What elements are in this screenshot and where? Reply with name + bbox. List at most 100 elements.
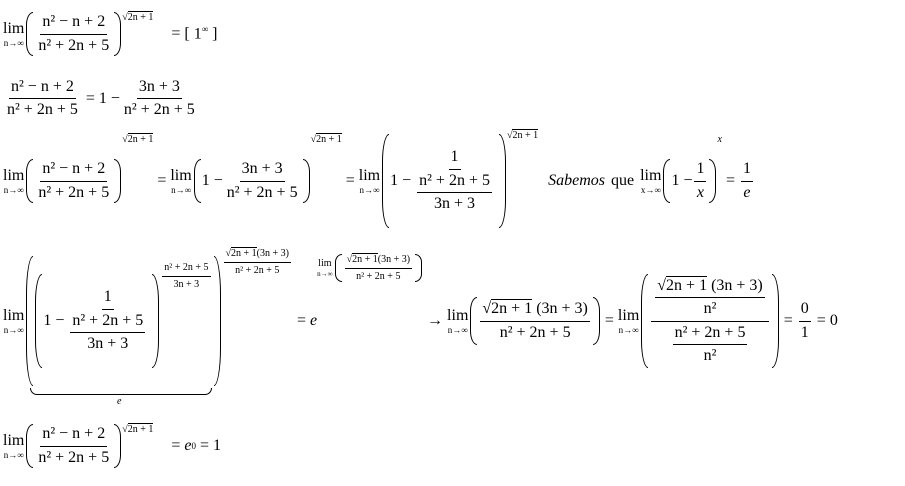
left-paren bbox=[193, 159, 201, 203]
equals: = bbox=[199, 437, 209, 454]
lim-sub: n→∞ bbox=[3, 324, 24, 335]
arrow: → bbox=[427, 312, 444, 329]
lim-sub: n→∞ bbox=[359, 184, 380, 195]
right-paren bbox=[213, 256, 221, 386]
fraction: √2n + 1 (3n + 3)n² + 2n + 5 bbox=[480, 299, 590, 342]
left-paren bbox=[26, 12, 34, 56]
equals: = bbox=[296, 312, 306, 329]
radicand: 2n + 1 bbox=[127, 11, 154, 23]
right-paren bbox=[114, 12, 122, 56]
lim-text: lim bbox=[318, 257, 332, 269]
e-base: e bbox=[184, 437, 192, 454]
indeterminate-form: [ 1∞ ] bbox=[184, 24, 218, 43]
lim-sub: x→∞ bbox=[640, 184, 661, 195]
denominator: 1 bbox=[800, 323, 809, 341]
numerator: n² + 2n + 5 bbox=[672, 324, 748, 345]
denominator: x bbox=[696, 183, 705, 201]
radicand: 2n + 1 bbox=[666, 275, 708, 294]
sabemos-text: Sabemos bbox=[548, 172, 605, 189]
equals: = bbox=[157, 172, 167, 189]
numerator: √2n + 1 (3n + 3) bbox=[480, 299, 590, 322]
one-minus: 1 − bbox=[671, 172, 693, 189]
equals: = bbox=[345, 172, 355, 189]
lim-text: lim bbox=[358, 166, 381, 184]
lim-text: lim bbox=[3, 166, 25, 184]
numerator: 1 bbox=[740, 160, 753, 182]
lim-text: lim bbox=[447, 306, 469, 324]
lim-sub: n→∞ bbox=[3, 184, 24, 195]
radicand: 2n + 1 bbox=[316, 133, 342, 145]
one-minus: 1 − bbox=[98, 89, 120, 107]
right-paren bbox=[114, 424, 122, 468]
equals: = bbox=[171, 437, 181, 454]
numerator: n² + 2n + 5 bbox=[70, 312, 146, 334]
exponent: √2n + 1 bbox=[506, 129, 539, 141]
factor: (3n + 3) bbox=[711, 276, 763, 294]
numerator: √2n + 1 (3n + 3)n² bbox=[651, 275, 769, 322]
denominator: n² + 2n + 5 bbox=[499, 323, 571, 341]
left-paren bbox=[470, 297, 478, 345]
factor: (3n + 3) bbox=[377, 254, 411, 265]
equals: = bbox=[783, 312, 793, 329]
left-paren bbox=[26, 424, 34, 468]
numerator: n² − n + 2 bbox=[40, 160, 108, 182]
radicand: 2n + 1 bbox=[491, 299, 533, 318]
left-paren bbox=[35, 274, 43, 368]
left-paren bbox=[641, 274, 649, 368]
numerator: n² + 2n + 5 bbox=[417, 172, 492, 194]
lim-sub: n→∞ bbox=[3, 449, 24, 460]
factor: (3n + 3) bbox=[256, 248, 289, 259]
denominator: e bbox=[743, 183, 751, 201]
denominator: n² + 2n + 5 bbox=[38, 36, 110, 54]
exponent: x bbox=[717, 134, 722, 145]
numerator: n² − n + 2 bbox=[40, 425, 108, 447]
lim-text: lim bbox=[3, 306, 25, 324]
numerator: 3n + 3 bbox=[239, 160, 285, 182]
equals: = bbox=[604, 312, 614, 329]
lim-text: lim bbox=[640, 166, 662, 184]
denominator: n² + 2n + 5 bbox=[226, 183, 298, 201]
fraction: √2n + 1(3n + 3)n² + 2n + 5 bbox=[344, 253, 413, 282]
denominator: n² + 2n + 5 bbox=[356, 270, 401, 282]
left-paren bbox=[382, 134, 390, 228]
right-paren bbox=[771, 274, 779, 368]
base: 1 bbox=[193, 25, 202, 43]
radicand: 2n + 1 bbox=[352, 253, 378, 265]
equals: = bbox=[725, 172, 735, 189]
left-paren bbox=[26, 159, 34, 203]
equals: = bbox=[816, 312, 826, 329]
radicand: 2n + 1 bbox=[127, 133, 154, 145]
denominator: n² bbox=[703, 346, 717, 364]
lim-sub: n→∞ bbox=[447, 324, 468, 335]
factor: (3n + 3) bbox=[536, 300, 588, 318]
numerator: 0 bbox=[798, 300, 811, 322]
radicand: 2n + 1 bbox=[231, 247, 257, 259]
lim-text: lim bbox=[170, 166, 192, 184]
one-minus: 1 − bbox=[390, 172, 412, 189]
numerator: 1 bbox=[101, 288, 114, 310]
exponent: √2n + 1 bbox=[122, 11, 154, 23]
